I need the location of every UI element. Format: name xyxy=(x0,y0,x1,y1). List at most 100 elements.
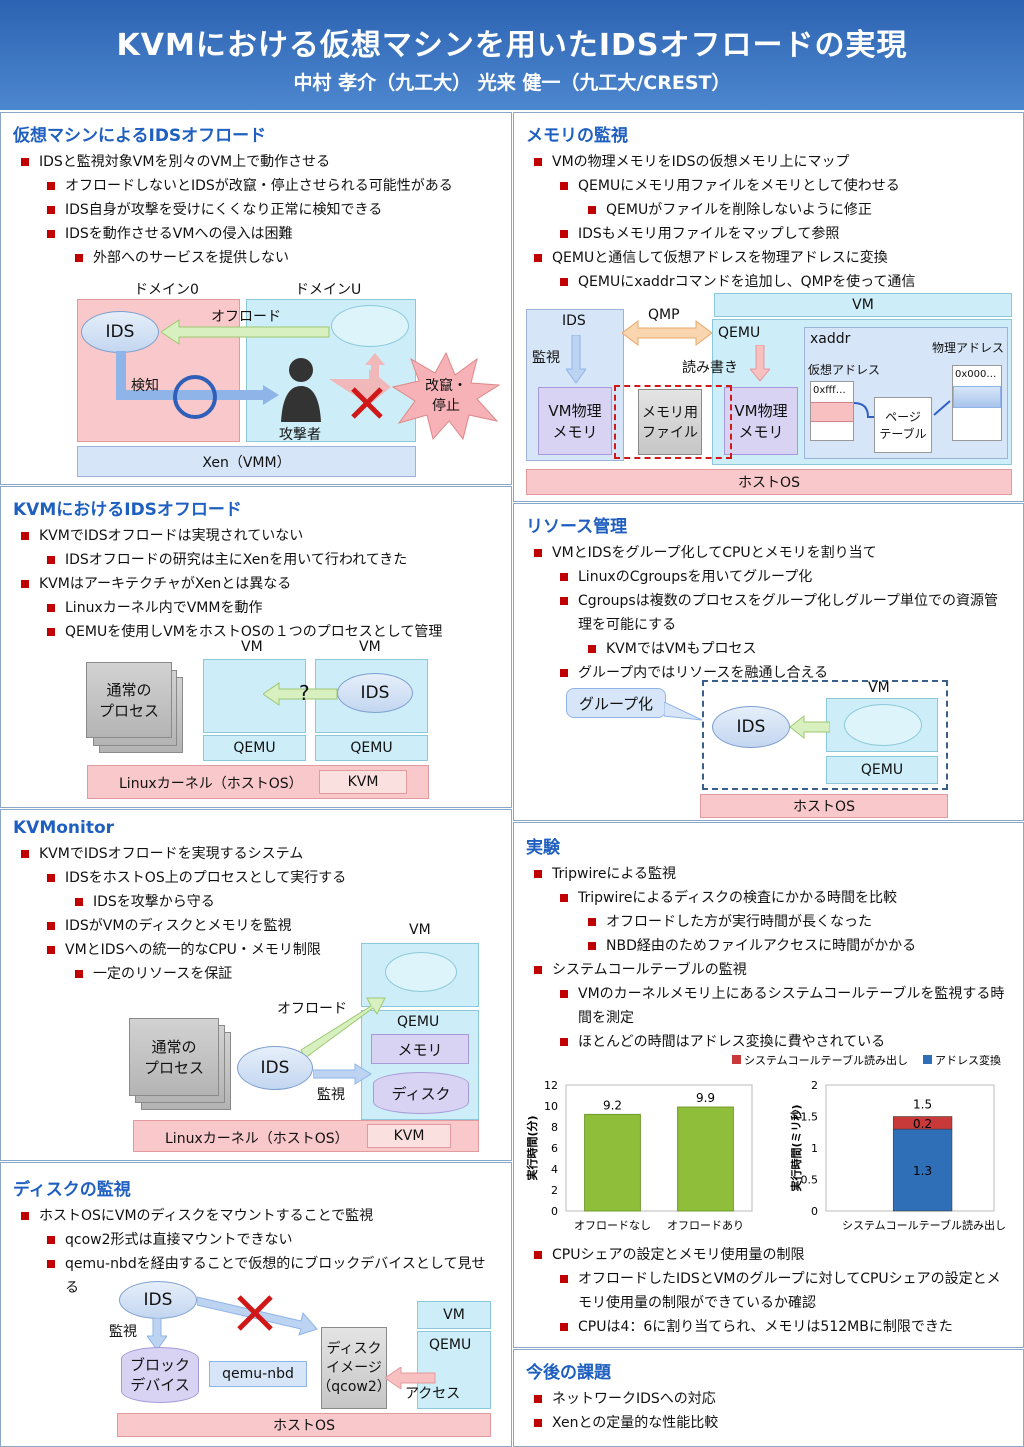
stacked-bar-segment xyxy=(892,1116,953,1130)
y-tick-label: 0 xyxy=(551,1205,558,1218)
poster-title: KVMにおける仮想マシンを用いたIDSオフロードの実現 xyxy=(116,28,908,63)
y-tick-label: 1.5 xyxy=(801,1111,819,1124)
paddr-label: 物理アドレス xyxy=(932,341,1005,355)
poster-authors: 中村 孝介（九工大） 光来 健一（九工大/CREST） xyxy=(293,72,731,94)
paddr-value: 0x000… xyxy=(955,369,997,380)
x-tick-label: オフロードあり xyxy=(667,1219,744,1232)
list-item: IDSもメモリ用ファイルをマップして参照 xyxy=(560,222,1023,246)
vm-label: VM xyxy=(359,639,381,655)
monitor-arrow xyxy=(566,335,586,384)
list-item: CPUシェアの設定とメモリ使用量の制限 xyxy=(534,1243,1019,1267)
data-label: 9.2 xyxy=(603,1098,622,1112)
monitor-label: 監視 xyxy=(317,1087,345,1103)
section-title: KVMonitor xyxy=(13,818,115,838)
monitor-label: 監視 xyxy=(532,350,560,366)
group-callout: グループ化 xyxy=(566,688,666,718)
legend-entry: システムコールテーブル読み出し xyxy=(744,1055,908,1067)
linux-kernel-label: Linuxカーネル（ホストOS） xyxy=(119,776,303,792)
list-item: QEMUを使用しVMをホストOSの１つのプロセスとして管理 xyxy=(47,620,511,644)
list-item: KVMでIDSオフロードは実現されていない xyxy=(21,524,511,548)
access-label: アクセス xyxy=(405,1386,461,1402)
ids-node: IDS xyxy=(712,706,790,748)
monitor-arrow xyxy=(313,1063,372,1085)
translate-arrows xyxy=(853,400,951,418)
y-tick-label: 1 xyxy=(811,1142,818,1155)
vm-physical-memory: VM物理 メモリ xyxy=(538,387,612,455)
list-item: qemu-nbdを経由することで仮想的にブロックデバイスとして見せる xyxy=(47,1252,491,1300)
xen-vmm-bar: Xen（VMM） xyxy=(77,446,416,477)
list-item: QEMUと通信して仮想アドレスを物理アドレスに変換 xyxy=(534,246,1023,270)
list-item: ネットワークIDSへの対応 xyxy=(534,1387,1023,1411)
list-item: オフロードした方が実行時間が長くなった xyxy=(588,910,1023,934)
section-title: 今後の課題 xyxy=(526,1363,611,1383)
memory-file: メモリ用 ファイル xyxy=(638,389,702,455)
section-title: 仮想マシンによるIDSオフロード xyxy=(13,126,267,146)
legend-swatch xyxy=(732,1055,741,1064)
list-item: Cgroupsは複数のプロセスをグループ化しグループ単位での資源管理を可能にする xyxy=(560,589,1009,637)
list-item: VMとIDSへの統一的なCPU・メモリ制限 xyxy=(47,938,511,962)
y-tick-label: 8 xyxy=(551,1121,558,1134)
qemu-label: QEMU xyxy=(397,1014,440,1030)
section-title: KVMにおけるIDSオフロード xyxy=(13,500,242,520)
domu-label: ドメインU xyxy=(295,282,362,298)
vm-ellipse xyxy=(844,704,922,746)
monitor-label: 監視 xyxy=(109,1324,137,1340)
vm-box: VM xyxy=(417,1301,491,1329)
offload-arrow xyxy=(300,997,386,1059)
y-tick-label: 4 xyxy=(551,1163,558,1176)
attacker-icon xyxy=(281,358,321,422)
bar xyxy=(584,1113,641,1212)
list-item: IDSを攻撃から守る xyxy=(75,890,511,914)
host-os-bar: ホストOS xyxy=(700,794,948,818)
y-tick-label: 0.5 xyxy=(801,1174,819,1187)
x-tick-label: システムコールテーブル読み出し xyxy=(842,1218,1006,1232)
qmp-label: QMP xyxy=(648,307,680,323)
list-item: グループ内ではリソースを融通し合える xyxy=(560,661,1023,685)
ids-label: IDS xyxy=(562,313,586,329)
list-item: ほとんどの時間はアドレス変換に費やされている xyxy=(560,1030,1023,1054)
linux-kernel-label: Linuxカーネル（ホストOS） xyxy=(165,1131,349,1147)
vm-label: VM xyxy=(241,639,263,655)
section-title: リソース管理 xyxy=(526,517,628,537)
monitor-arrow xyxy=(147,1318,167,1350)
group-boundary xyxy=(702,680,948,790)
list-item: KVMでIDSオフロードを実現するシステム xyxy=(21,842,511,866)
vaddr-value: 0xfff… xyxy=(813,385,846,396)
qemu-label: QEMU xyxy=(429,1337,472,1353)
normal-process: 通常の プロセス xyxy=(129,1018,219,1096)
vm-bar: VM xyxy=(714,293,1012,317)
list-item: 外部へのサービスを提供しない xyxy=(75,246,511,270)
section-experiment: 実験 Tripwireによる監視 Tripwireによるディスクの検査にかかる時… xyxy=(513,822,1024,1348)
offload-arrow xyxy=(161,319,330,345)
list-item: QEMUにxaddrコマンドを追加し、QMPを使って通信 xyxy=(560,270,1023,294)
y-tick-label: 2 xyxy=(551,1184,558,1197)
list-item: QEMUにメモリ用ファイルをメモリとして使わせる xyxy=(560,174,1023,198)
list-item: Tripwireによる監視 xyxy=(534,862,1023,886)
section-resource-management: リソース管理 VMとIDSをグループ化してCPUとメモリを割り当て Linuxの… xyxy=(513,503,1024,821)
list-item: Xenとの定量的な性能比較 xyxy=(534,1411,1023,1435)
qemu-box: QEMU xyxy=(826,756,938,784)
access-arrow xyxy=(385,1367,436,1389)
mapping-dashed-box xyxy=(614,385,732,459)
kvm-box: KVM xyxy=(367,1124,451,1148)
legend-entry: アドレス変換 xyxy=(935,1055,1001,1067)
vm-label: VM xyxy=(409,922,431,938)
ids-node: IDS xyxy=(81,311,159,353)
offload-arrow xyxy=(263,682,338,706)
block-x-icon xyxy=(237,1295,273,1331)
memory-box: メモリ xyxy=(371,1034,469,1064)
list-item: NBD経由のためファイルアクセスに時間がかかる xyxy=(588,934,1023,958)
list-item: qcow2形式は直接マウントできない xyxy=(47,1228,511,1252)
host-os-bar: ホストOS xyxy=(526,469,1012,495)
page-table: ページ テーブル xyxy=(874,397,932,453)
section-title: メモリの監視 xyxy=(526,126,628,146)
total-label: 1.5 xyxy=(913,1098,932,1112)
y-tick-label: 6 xyxy=(551,1142,558,1155)
vm-physical-memory: VM物理 メモリ xyxy=(724,387,798,455)
section-title: 実験 xyxy=(526,838,560,858)
disk-image-file: ディスク イメージ （qcow2） xyxy=(317,1327,391,1409)
ids-node: IDS xyxy=(237,1046,313,1090)
list-item: KVMはアーキテクチャがXenとは異なる xyxy=(21,572,511,596)
list-item: 一定のリソースを保証 xyxy=(75,962,511,986)
section-kvmonitor: KVMonitor KVMでIDSオフロードを実現するシステム IDSをホストO… xyxy=(0,809,512,1161)
